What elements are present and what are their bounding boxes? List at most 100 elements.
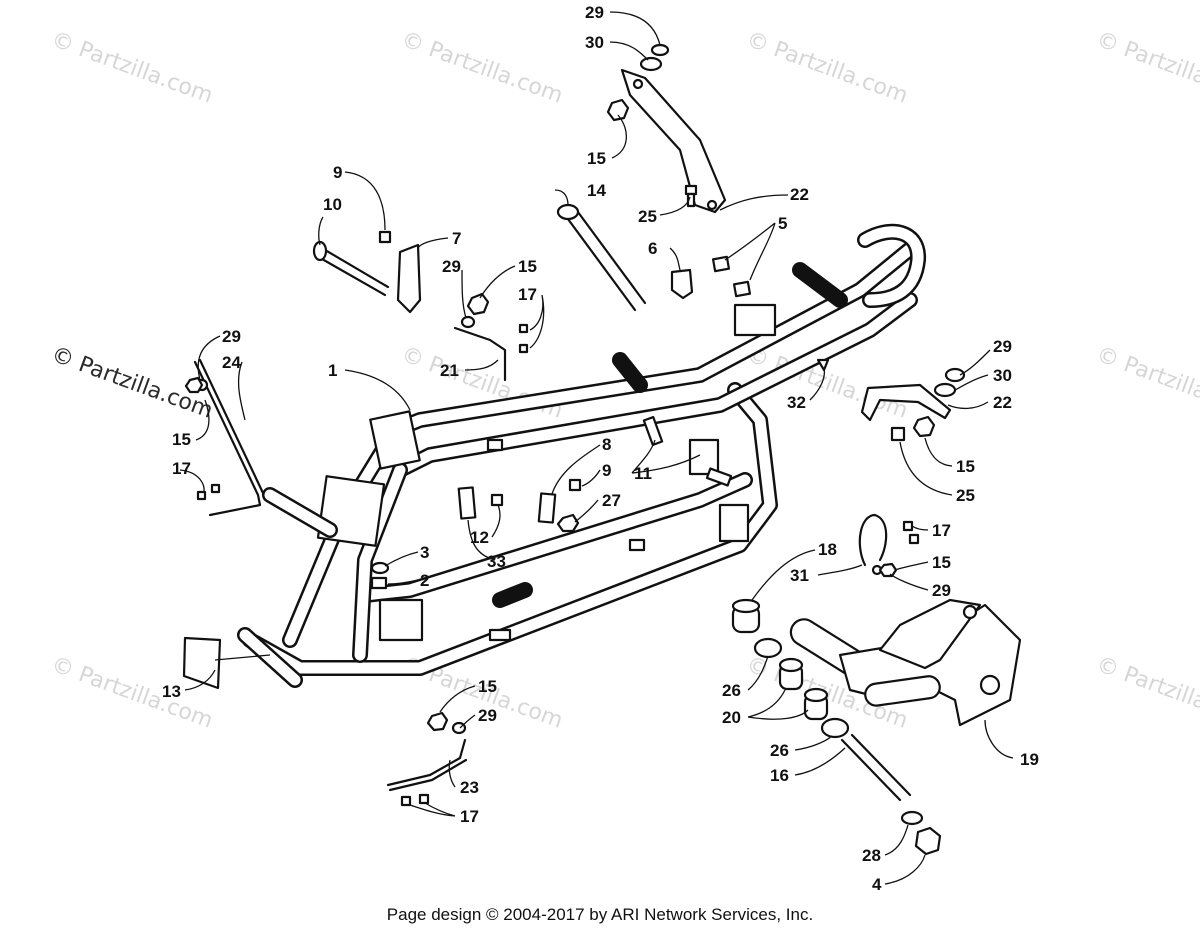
washer-26-b <box>820 717 850 739</box>
callout: 29 <box>478 706 497 725</box>
bolt-17-ub <box>902 520 914 532</box>
bracket-23 <box>386 738 467 787</box>
callout: 15 <box>932 553 951 572</box>
callout: 25 <box>638 207 657 226</box>
ring-3 <box>370 561 390 575</box>
callout: 22 <box>993 393 1012 412</box>
nut-15-top <box>606 98 630 122</box>
callout: 17 <box>460 807 479 826</box>
washer-28 <box>900 810 924 826</box>
bolt-17-bot <box>400 795 412 807</box>
footer-credit: Page design © 2004-2017 by ARI Network S… <box>387 905 813 924</box>
bolt-25-top <box>684 184 698 208</box>
nut-15-left <box>184 376 204 394</box>
callout: 16 <box>770 766 789 785</box>
callout: 14 <box>587 181 606 200</box>
callout: 26 <box>770 741 789 760</box>
callout: 30 <box>585 33 604 52</box>
bushing-20-b <box>803 687 829 721</box>
callout: 13 <box>162 682 181 701</box>
washer-30-right <box>933 382 957 398</box>
callout: 4 <box>872 875 882 894</box>
watermark: © Partzilla.com <box>398 27 566 109</box>
callout: 9 <box>602 461 611 480</box>
callout: 22 <box>790 185 809 204</box>
bracket-22-top <box>620 68 727 214</box>
bolt-17-mid <box>518 323 529 334</box>
watermark: © Partzilla.com <box>743 27 911 109</box>
bolt-17-left <box>196 490 207 501</box>
callout: 10 <box>323 195 342 214</box>
callout: 17 <box>518 285 537 304</box>
callout: 17 <box>172 459 191 478</box>
nut-4 <box>914 826 942 856</box>
bolt-11 <box>642 415 664 447</box>
bracket-22-right <box>860 383 952 422</box>
long-bolt-14 <box>556 203 647 312</box>
bolt-17-ub <box>908 533 920 545</box>
callout: 7 <box>452 229 461 248</box>
decal-13 <box>182 636 222 690</box>
watermark: © Partzilla.com <box>48 27 216 109</box>
clip-6 <box>670 268 694 300</box>
callout: 20 <box>722 708 741 727</box>
bolt-17-left <box>210 483 221 494</box>
watermark: © Partzilla.com <box>1093 652 1200 734</box>
callout: 29 <box>442 257 461 276</box>
callout: 15 <box>956 457 975 476</box>
callout: 5 <box>778 214 787 233</box>
plate-8 <box>537 492 557 524</box>
callout: 19 <box>1020 750 1039 769</box>
u-bolt-31 <box>858 513 888 567</box>
callout: 1 <box>328 361 337 380</box>
bushing-20-a <box>778 657 804 691</box>
callout: 33 <box>487 552 506 571</box>
washer-nut-29-30-top <box>639 43 670 72</box>
bolt-17-bot <box>418 793 430 805</box>
callout: 21 <box>440 361 459 380</box>
bolt-11 <box>705 467 733 487</box>
callout: 28 <box>862 846 881 865</box>
bracket-7 <box>396 243 422 314</box>
callout: 3 <box>420 543 429 562</box>
spacer-2 <box>370 576 388 590</box>
nut-15-right <box>912 415 936 438</box>
swing-arm-19 <box>789 598 1022 727</box>
bolt-25-right <box>890 426 906 442</box>
callout: 29 <box>993 337 1012 356</box>
main-frame <box>237 223 926 688</box>
watermark: © Partzilla.com <box>1093 342 1200 424</box>
nut-27 <box>556 513 580 533</box>
callout: 12 <box>470 528 489 547</box>
callout: 23 <box>460 778 479 797</box>
callout: 11 <box>634 464 652 483</box>
watermark: © Partzilla.com <box>1093 27 1200 109</box>
callout: 32 <box>787 393 806 412</box>
callout: 31 <box>790 566 809 585</box>
washer-29-right <box>944 367 966 383</box>
bolt-12 <box>490 493 504 507</box>
callout: 25 <box>956 486 975 505</box>
rod-24 <box>193 360 262 517</box>
callout: 15 <box>587 149 606 168</box>
washer-29-mid <box>460 315 476 329</box>
bracket-23-b <box>388 758 468 792</box>
callout: 27 <box>602 491 621 510</box>
bolt-10 <box>312 240 390 297</box>
nut-15-mid <box>466 292 490 316</box>
leader-lines <box>179 11 1014 885</box>
callout: 15 <box>172 430 191 449</box>
callout: 26 <box>722 681 741 700</box>
callout: 17 <box>932 521 951 540</box>
bolt-17-mid <box>518 343 529 354</box>
callout: 8 <box>602 435 611 454</box>
bolt-9-top <box>378 230 392 244</box>
nut-15-ub <box>878 562 898 578</box>
rod-24-inner <box>198 358 265 495</box>
callout: 2 <box>420 571 429 590</box>
clip-32 <box>816 358 830 372</box>
nut-5 <box>711 255 752 298</box>
bolt-9-mid <box>568 478 582 492</box>
bushing-18 <box>731 598 761 634</box>
